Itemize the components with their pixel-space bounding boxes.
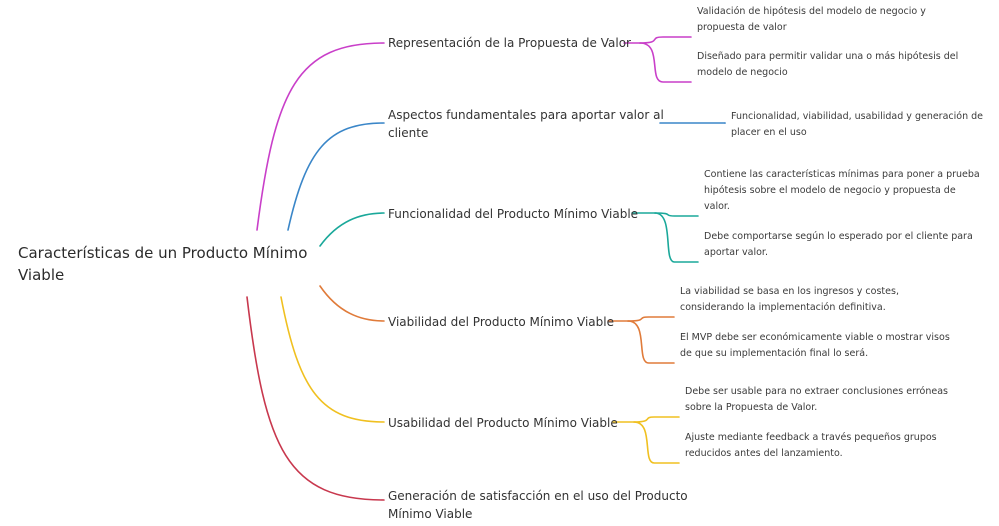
leaf-topic: Validación de hipótesis del modelo de ne… [697, 4, 926, 36]
branch-topic-line: Generación de satisfacción en el uso del… [388, 489, 688, 503]
leaf-topic-line: considerando la implementación definitiv… [680, 302, 886, 313]
branch-topic-line: Aspectos fundamentales para aportar valo… [388, 108, 664, 122]
leaf-topic-line: reducidos antes del lanzamiento. [685, 448, 843, 459]
leaf-topic-line: modelo de negocio [697, 67, 788, 78]
branch-to-leaf-connector [654, 212, 699, 263]
branch-topic-line: Usabilidad del Producto Mínimo Viable [388, 416, 618, 430]
branch-to-leaf-connector [627, 316, 675, 322]
branch-to-leaf-connector [639, 42, 692, 83]
root-to-branch-connector [256, 42, 385, 231]
leaf-topic-line: hipótesis sobre el modelo de negocio y p… [704, 185, 956, 196]
leaf-topic: Contiene las características mínimas par… [704, 167, 980, 215]
root-to-branch-connector [319, 212, 385, 247]
branch-to-leaf-connector [627, 320, 675, 364]
branch-topic: Aspectos fundamentales para aportar valo… [388, 106, 664, 142]
leaf-topic: Debe comportarse según lo esperado por e… [704, 229, 973, 261]
leaf-topic-line: Validación de hipótesis del modelo de ne… [697, 6, 926, 17]
leaf-topic-line: Ajuste mediante feedback a través pequeñ… [685, 432, 937, 443]
branch-topic: Generación de satisfacción en el uso del… [388, 487, 688, 523]
leaf-topic-line: Debe comportarse según lo esperado por e… [704, 231, 973, 242]
branch-topic-line: Viabilidad del Producto Mínimo Viable [388, 315, 614, 329]
branch-topic: Funcionalidad del Producto Mínimo Viable [388, 205, 638, 223]
root-topic: Características de un Producto Mínimo Vi… [18, 242, 307, 286]
leaf-topic-line: Diseñado para permitir validar una o más… [697, 51, 959, 62]
leaf-topic-line: sobre la Propuesta de Valor. [685, 402, 818, 413]
branch-to-leaf-connector [633, 421, 680, 464]
branch-to-leaf-connector [654, 212, 699, 217]
leaf-topic-line: La viabilidad se basa en los ingresos y … [680, 286, 899, 297]
leaf-topic-line: Contiene las características mínimas par… [704, 169, 980, 180]
branch-topic-line: cliente [388, 126, 429, 140]
branch-to-leaf-connector [633, 416, 680, 423]
leaf-topic-line: El MVP debe ser económicamente viable o … [680, 332, 950, 343]
branch-to-leaf-connector [639, 36, 692, 44]
leaf-topic-line: Debe ser usable para no extraer conclusi… [685, 386, 948, 397]
leaf-topic: El MVP debe ser económicamente viable o … [680, 330, 950, 362]
leaf-topic: Debe ser usable para no extraer conclusi… [685, 384, 948, 416]
leaf-topic-line: aportar valor. [704, 247, 768, 258]
root-to-branch-connector [280, 296, 385, 423]
branch-topic: Viabilidad del Producto Mínimo Viable [388, 313, 614, 331]
branch-topic-line: Funcionalidad del Producto Mínimo Viable [388, 207, 639, 221]
leaf-topic-line: placer en el uso [731, 127, 807, 138]
root-to-branch-connector [287, 122, 385, 231]
root-to-branch-connector [246, 296, 385, 501]
leaf-topic-line: Funcionalidad, viabilidad, usabilidad y … [731, 111, 984, 122]
leaf-topic: Diseñado para permitir validar una o más… [697, 49, 958, 81]
root-topic-line: Características de un Producto Mínimo [18, 244, 308, 262]
root-to-branch-connector [319, 285, 385, 322]
branch-topic-line: Representación de la Propuesta de Valor [388, 36, 631, 50]
leaf-topic-line: valor. [704, 201, 730, 212]
branch-topic-line: Mínimo Viable [388, 507, 473, 521]
leaf-topic-line: de que su implementación final lo será. [680, 348, 869, 359]
leaf-topic: Funcionalidad, viabilidad, usabilidad y … [731, 109, 983, 141]
leaf-topic: Ajuste mediante feedback a través pequeñ… [685, 430, 937, 462]
branch-topic: Usabilidad del Producto Mínimo Viable [388, 414, 618, 432]
root-topic-line: Viable [18, 266, 65, 284]
branch-topic: Representación de la Propuesta de Valor [388, 34, 631, 52]
leaf-topic: La viabilidad se basa en los ingresos y … [680, 284, 899, 316]
leaf-topic-line: propuesta de valor [697, 22, 787, 33]
